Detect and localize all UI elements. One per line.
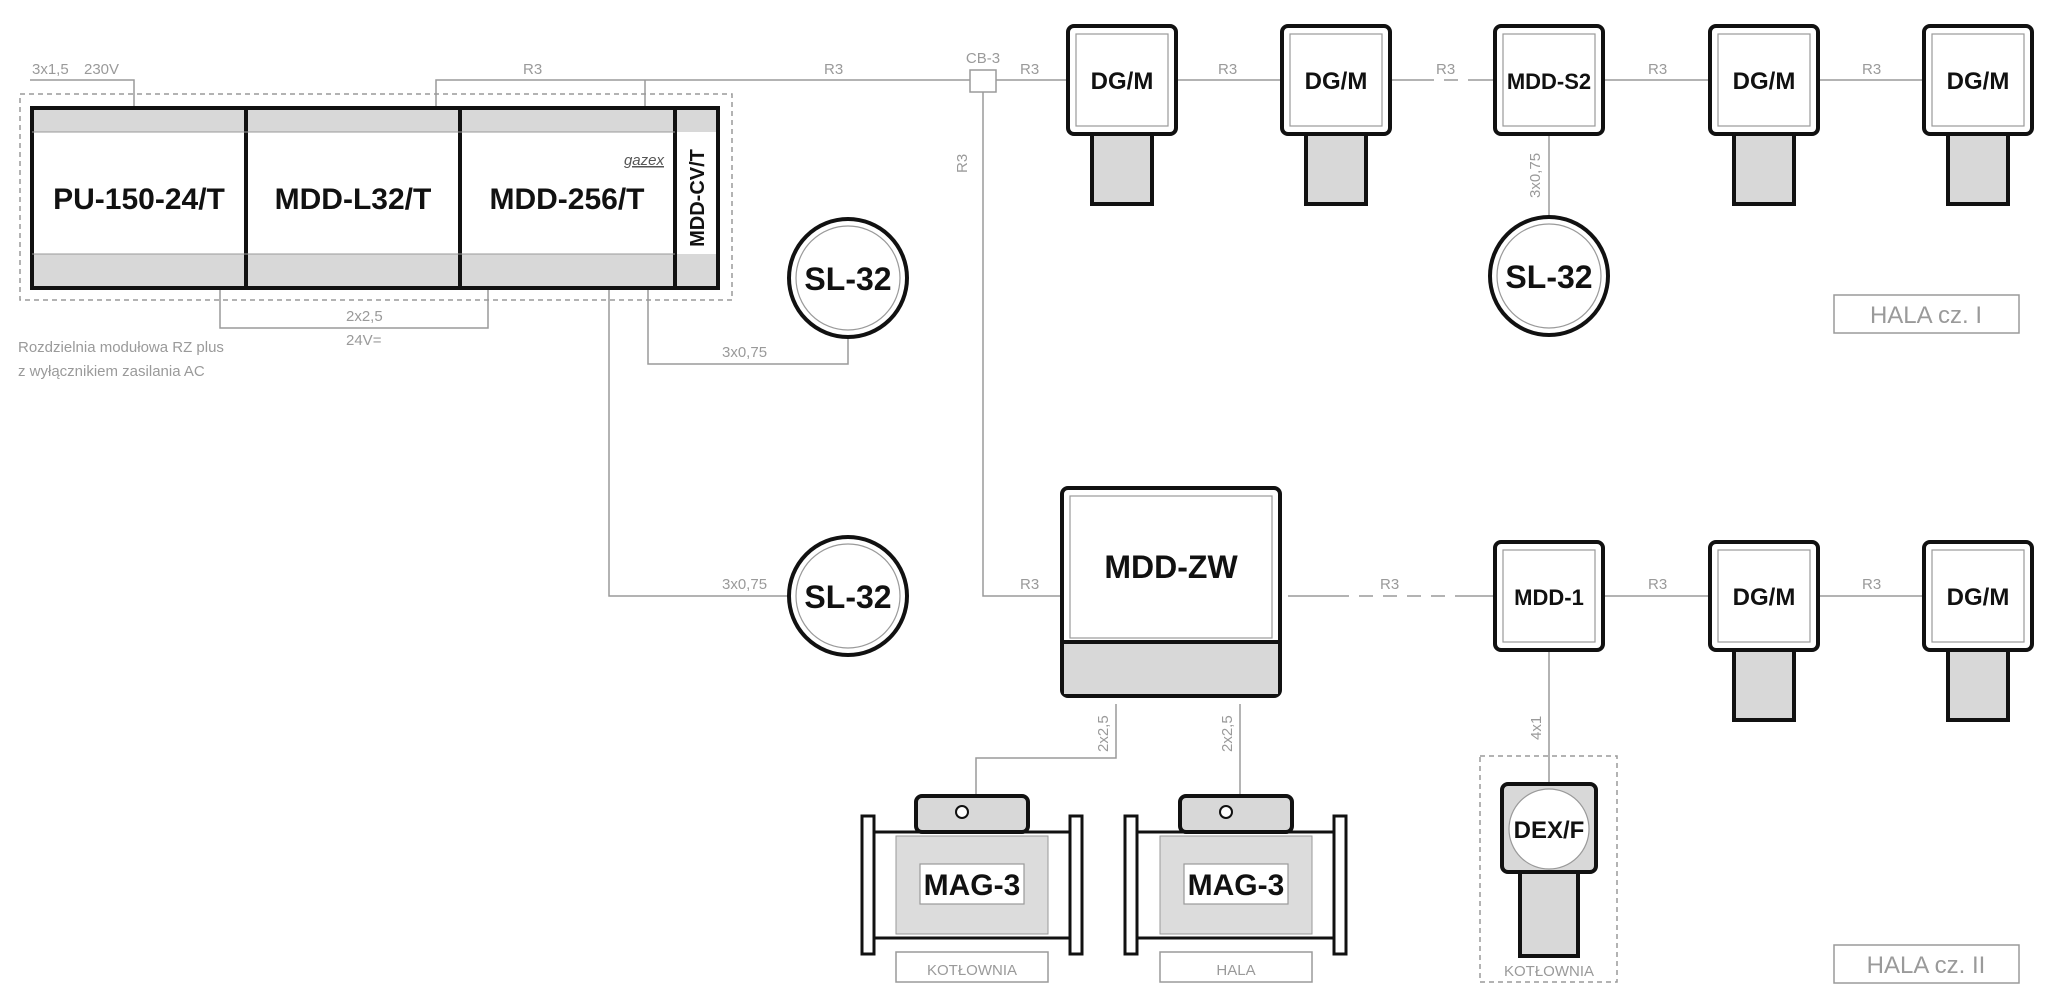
wire-cb3-zw	[982, 88, 1068, 597]
detector-label: DG/M	[1733, 68, 1796, 95]
mag-cable-label: 2x2,5	[1095, 715, 1112, 752]
cable-label-r3: R3	[1862, 576, 1881, 593]
signaller-sl32-mid: SL-32	[787, 535, 909, 657]
sl-cable-label-vertical: 3x0,75	[1527, 153, 1544, 198]
zone-hala-1: HALA cz. I	[1833, 294, 2020, 334]
cable-label-r3: R3	[1380, 576, 1399, 593]
wire-zw-mag1	[975, 704, 1117, 796]
module-mdd-1: MDD-1	[1493, 540, 1605, 652]
cable-label-r3: R3	[1020, 576, 1039, 593]
cable-label-r3-vertical: R3	[954, 154, 971, 173]
zone-label: HALA cz. I	[1870, 302, 1982, 329]
module-mdd-256-label: MDD-256/T	[489, 183, 644, 216]
cable-label-r3: R3	[1020, 61, 1039, 78]
detector-dgm-bot-1: DG/M	[1708, 540, 1820, 722]
internal-voltage-label: 24V=	[346, 332, 382, 349]
cable-label-r3: R3	[824, 61, 843, 78]
power-cable-label: 3x1,5	[32, 61, 69, 78]
signaller-sl32-right: SL-32	[1488, 215, 1610, 337]
wires	[30, 79, 1924, 796]
cable-label-r3: R3	[1218, 61, 1237, 78]
module-label: MDD-1	[1514, 585, 1584, 610]
control-panel: PU-150-24/T MDD-L32/T MDD-256/T MDD-CV/T…	[18, 93, 733, 380]
module-mdd-l32-label: MDD-L32/T	[275, 183, 432, 216]
sl-cable-label: 3x0,75	[722, 344, 767, 361]
panel-frame	[19, 93, 733, 301]
detector-dgm-bot-2: DG/M	[1922, 540, 2034, 722]
dex-cable-label: 4x1	[1528, 716, 1545, 740]
wire-sl-top	[647, 288, 849, 365]
detector-label: DG/M	[1947, 584, 2010, 611]
module-mdd-zw: MDD-ZW	[1060, 486, 1282, 698]
cable-labels: 3x1,5 230V R3 R3 R3 R3 R3 R3 R3 R3 R3 R3…	[32, 61, 1881, 752]
signaller-label: SL-32	[804, 579, 891, 615]
cable-label-r3: R3	[1648, 61, 1667, 78]
detector-dex-f: DEX/F KOTŁOWNIA	[1479, 755, 1618, 983]
panel-title: Rozdzielnia modułowa RZ plus	[18, 339, 224, 356]
detector-dgm-top-2: DG/M	[1280, 24, 1392, 206]
module-mdd-s2: MDD-S2	[1493, 24, 1605, 136]
module-mdd-cv-label: MDD-CV/T	[687, 149, 709, 247]
junction-box: CB-3	[966, 50, 1000, 93]
wire-internal	[219, 288, 489, 329]
wire-sl-mid	[608, 288, 787, 597]
zone-label: HALA cz. II	[1867, 952, 1986, 979]
sl-cable-label: 3x0,75	[722, 576, 767, 593]
valve-label: MAG-3	[1188, 869, 1285, 902]
detector-label: DEX/F	[1514, 817, 1585, 844]
module-label: MDD-S2	[1507, 69, 1591, 94]
location-label: HALA	[1216, 962, 1255, 979]
junction-label: CB-3	[966, 50, 1000, 67]
detector-dgm-top-3: DG/M	[1708, 24, 1820, 206]
detector-dgm-top-1: DG/M	[1066, 24, 1178, 206]
location-label: KOTŁOWNIA	[927, 962, 1017, 979]
signaller-label: SL-32	[1505, 259, 1592, 295]
signaller-sl32-top: SL-32	[787, 217, 909, 339]
brand-logo: gazex	[624, 152, 665, 169]
internal-cable-label: 2x2,5	[346, 308, 383, 325]
mag-cable-label: 2x2,5	[1219, 715, 1236, 752]
valve-label: MAG-3	[924, 869, 1021, 902]
cable-label-r3: R3	[523, 61, 542, 78]
valve-mag3-1: MAG-3 KOTŁOWNIA	[860, 794, 1084, 983]
signaller-label: SL-32	[804, 261, 891, 297]
detector-label: DG/M	[1305, 68, 1368, 95]
panel-subtitle: z wyłącznikiem zasilania AC	[18, 363, 205, 380]
power-voltage-label: 230V	[84, 61, 119, 78]
module-psu-label: PU-150-24/T	[53, 183, 225, 216]
detector-label: DG/M	[1091, 68, 1154, 95]
cable-label-r3: R3	[1648, 576, 1667, 593]
detector-dgm-top-4: DG/M	[1922, 24, 2034, 206]
detector-label: DG/M	[1733, 584, 1796, 611]
bus-wire-panel	[435, 79, 976, 108]
module-label: MDD-ZW	[1104, 549, 1238, 585]
detector-label: DG/M	[1947, 68, 2010, 95]
valve-mag3-2: MAG-3 HALA	[1123, 794, 1348, 983]
cable-label-r3: R3	[1436, 61, 1455, 78]
cable-label-r3: R3	[1862, 61, 1881, 78]
power-wire	[30, 79, 135, 108]
location-label: KOTŁOWNIA	[1504, 963, 1594, 980]
zone-hala-2: HALA cz. II	[1833, 944, 2020, 984]
